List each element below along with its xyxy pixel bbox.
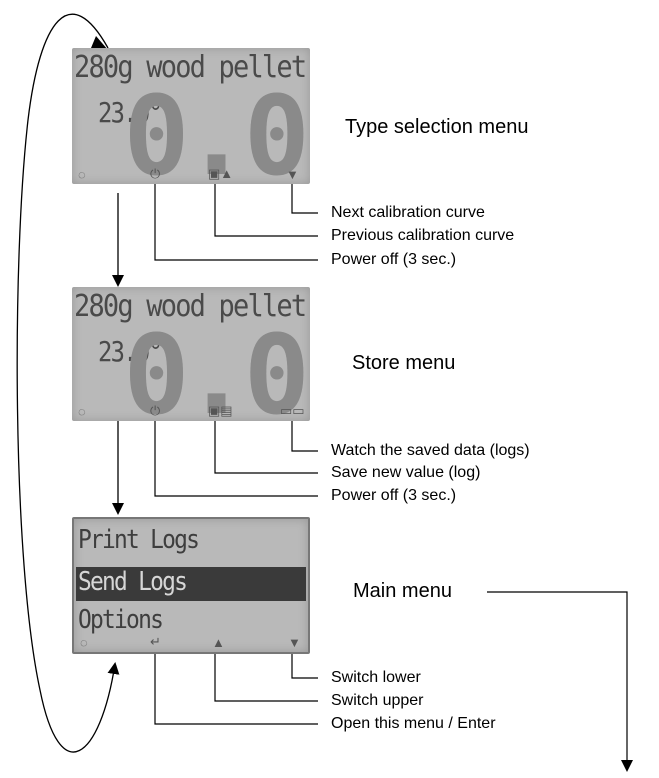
next-curve-key[interactable]: ▼: [286, 167, 299, 182]
display-value: 0.0: [123, 72, 310, 200]
softkey-1[interactable]: ◌: [78, 167, 86, 182]
save-key[interactable]: ▣▤: [208, 403, 233, 418]
menu-item-options[interactable]: Options: [78, 605, 164, 635]
title-main-menu: Main menu: [353, 580, 452, 602]
display-title: 280g wood pellet: [74, 50, 307, 85]
menu-item-send-logs[interactable]: Send Logs: [78, 567, 188, 597]
callout-switch-lower: Switch lower: [331, 669, 421, 686]
power-icon[interactable]: ⏻: [150, 166, 161, 181]
prev-curve-key[interactable]: ▣▲: [208, 166, 234, 181]
callout-next-curve: Next calibration curve: [331, 204, 485, 221]
callout-prev-curve: Previous calibration curve: [331, 227, 515, 244]
softkey-1[interactable]: ◌: [78, 404, 86, 419]
menu-selection-highlight: [76, 567, 306, 601]
display-temperature: 23.0°: [98, 335, 163, 368]
title-type-selection: Type selection menu: [345, 116, 529, 138]
title-store-menu: Store menu: [352, 352, 456, 374]
callout-power-off-1: Power off (3 sec.): [331, 251, 457, 268]
softkey-bar: ◌ ⏻ ▣▲ ▼: [72, 164, 310, 184]
loop-arrow: [16, 13, 120, 753]
display-title: 280g wood pellet: [74, 289, 307, 324]
softkey-bar: ◌ ↵ ▲ ▼: [74, 632, 308, 652]
callout-watch-logs: Watch the saved data (logs): [331, 442, 530, 459]
lcd-screen-store: 280g wood pellet 23.0° 0.0 ◌ ⏻ ▣▤ ▭▭: [72, 287, 310, 430]
display-temperature: 23.0°: [98, 96, 163, 129]
enter-icon[interactable]: ↵: [150, 634, 161, 649]
main-menu-arrow: [487, 591, 633, 772]
softkey-bar: ◌ ⏻ ▣▤ ▭▭: [72, 401, 310, 421]
callout-switch-upper: Switch upper: [331, 692, 424, 709]
logs-key[interactable]: ▭▭: [280, 403, 305, 418]
menu-item-print-logs[interactable]: Print Logs: [78, 525, 200, 555]
callout-save-value: Save new value (log): [331, 464, 481, 481]
arrow-up-icon[interactable]: ▲: [212, 635, 225, 650]
lcd-screen-type-selection: 280g wood pellet 23.0° 0.0 ◌ ⏻ ▣▲ ▼: [72, 48, 310, 200]
callout-open-enter: Open this menu / Enter: [331, 715, 496, 732]
callout-power-off-2: Power off (3 sec.): [331, 487, 457, 504]
softkey-1[interactable]: ◌: [80, 635, 88, 650]
arrow-down-icon[interactable]: ▼: [288, 635, 301, 650]
power-icon[interactable]: ⏻: [150, 403, 161, 418]
display-value: 0.0: [123, 311, 310, 439]
lcd-screen-main-menu: Print Logs Send Logs Options ◌ ↵ ▲ ▼: [72, 517, 310, 654]
